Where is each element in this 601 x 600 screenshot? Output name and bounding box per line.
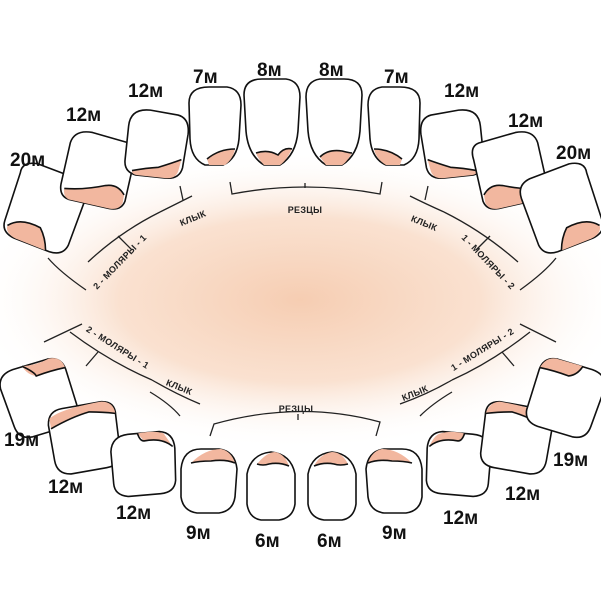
age-label: 7м bbox=[193, 67, 218, 88]
age-label: 12м bbox=[48, 477, 83, 498]
upper-right-molar-1 bbox=[59, 131, 137, 210]
lower-right-canine bbox=[110, 430, 177, 498]
upper-canine-left-bracket bbox=[159, 185, 193, 213]
age-label: 20м bbox=[10, 150, 45, 171]
age-label: 7м bbox=[384, 67, 409, 88]
upper-molars-left-bracket bbox=[47, 211, 161, 291]
upper-incisors-label: РЕЗЦЫ bbox=[288, 205, 323, 215]
age-label: 12м bbox=[128, 81, 163, 102]
lower-incisors-bracket bbox=[209, 410, 381, 437]
upper-left-lateral-incisor bbox=[367, 86, 421, 166]
lower-canine-left-bracket bbox=[149, 379, 201, 417]
lower-canine-right-bracket bbox=[399, 379, 453, 417]
upper-left-molar-2 bbox=[519, 162, 601, 254]
age-label: 19м bbox=[553, 450, 588, 471]
upper-incisors-bracket bbox=[229, 181, 383, 195]
age-label: 19м bbox=[4, 430, 39, 451]
lower-molars-left-bracket bbox=[43, 323, 153, 381]
age-label: 12м bbox=[508, 111, 543, 132]
upper-right-central-incisor bbox=[243, 78, 301, 166]
upper-right-lateral-incisor bbox=[188, 86, 242, 166]
age-label: 8м bbox=[319, 60, 344, 81]
age-label: 6м bbox=[255, 531, 280, 552]
lower-left-canine bbox=[425, 430, 492, 498]
lower-right-lateral-incisor bbox=[180, 448, 238, 514]
age-label: 12м bbox=[116, 503, 151, 524]
lower-left-molar-2 bbox=[525, 357, 601, 439]
lower-incisors-label: РЕЗЦЫ bbox=[279, 404, 314, 414]
upper-molars-right-bracket bbox=[443, 211, 557, 291]
age-label: 6м bbox=[317, 531, 342, 552]
upper-left-central-incisor bbox=[305, 78, 363, 166]
age-label: 9м bbox=[186, 523, 211, 544]
lower-left-lateral-incisor bbox=[365, 448, 423, 514]
age-label: 12м bbox=[66, 105, 101, 126]
upper-right-canine bbox=[124, 109, 190, 180]
age-label: 12м bbox=[444, 81, 479, 102]
age-label: 20м bbox=[556, 143, 591, 164]
mouth-glow bbox=[0, 150, 601, 450]
upper-canine-right-bracket bbox=[409, 185, 445, 213]
age-label: 8м bbox=[257, 60, 282, 81]
age-label: 12м bbox=[443, 508, 478, 529]
upper-left-canine bbox=[419, 109, 485, 180]
lower-right-central-incisor bbox=[246, 451, 296, 521]
age-label: 12м bbox=[505, 484, 540, 505]
age-label: 9м bbox=[382, 523, 407, 544]
lower-molars-right-bracket bbox=[451, 323, 557, 381]
lower-left-central-incisor bbox=[307, 451, 357, 521]
